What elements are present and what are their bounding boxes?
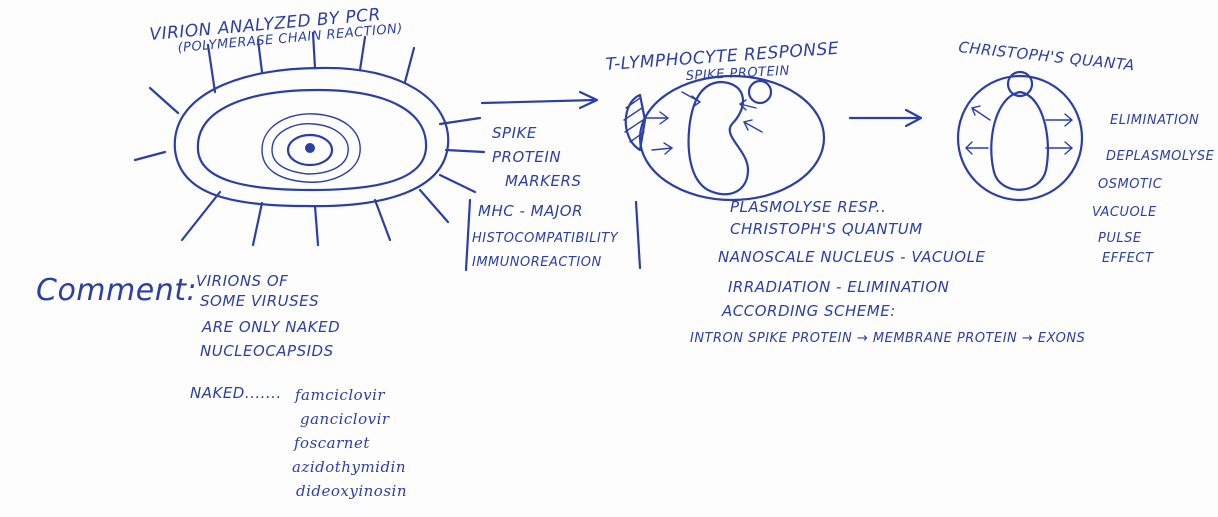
virion-inner-membrane bbox=[198, 90, 426, 190]
comment-l1: VIRIONS OF bbox=[196, 272, 288, 290]
quanta-l4: VACUOLE bbox=[1092, 205, 1157, 220]
mhc-line1: MHC - MAJOR bbox=[478, 202, 583, 220]
quanta-l2: DEPLASMOLYSE bbox=[1106, 149, 1215, 164]
notes-l1: PLASMOLYSE RESP.. bbox=[730, 198, 886, 216]
quanta-title: CHRISTOPH'S QUANTA bbox=[958, 38, 1136, 74]
quanta-arrows bbox=[966, 106, 1072, 154]
comment-l3: ARE ONLY NAKED bbox=[201, 318, 340, 336]
markers-line2: PROTEIN bbox=[492, 148, 561, 166]
quanta-l1: ELIMINATION bbox=[1110, 113, 1199, 128]
mhc-line2: HISTOCOMPATIBILITY bbox=[472, 231, 619, 246]
notes-l2: CHRISTOPH'S QUANTUM bbox=[730, 220, 923, 238]
quanta-l5: PULSE bbox=[1098, 231, 1142, 246]
quanta-figure: CHRISTOPH'S QUANTA ELIMINATION DEPLASMOL… bbox=[958, 38, 1215, 266]
quanta-cell bbox=[958, 76, 1082, 200]
mhc-bracket-left bbox=[466, 200, 470, 270]
notes-l5: ACCORDING SCHEME: bbox=[721, 302, 896, 320]
naked-label: NAKED....... bbox=[190, 384, 282, 402]
arrow-to-quanta bbox=[850, 110, 921, 126]
notes-block: PLASMOLYSE RESP.. CHRISTOPH'S QUANTUM NA… bbox=[690, 198, 1085, 346]
drug-item: foscarnet bbox=[293, 434, 370, 452]
markers-line3: MARKERS bbox=[505, 172, 581, 190]
virion-envelope bbox=[175, 68, 448, 206]
comment-block: Comment: VIRIONS OF SOME VIRUSES ARE ONL… bbox=[36, 272, 407, 500]
tcell-nucleus bbox=[689, 82, 748, 194]
notes-l6: INTRON SPIKE PROTEIN → MEMBRANE PROTEIN … bbox=[690, 331, 1085, 346]
drug-item: famciclovir bbox=[294, 386, 385, 404]
markers-line1: SPIKE bbox=[492, 124, 537, 142]
spike-markers-block: SPIKE PROTEIN MARKERS MHC - MAJOR HISTOC… bbox=[466, 124, 640, 270]
virion-spikes bbox=[135, 33, 484, 245]
quanta-inner-ellipse bbox=[991, 92, 1048, 190]
tcell-vacuole bbox=[749, 81, 771, 103]
notes-l4: IRRADIATION - ELIMINATION bbox=[728, 278, 949, 296]
mhc-line3: IMMUNOREACTION bbox=[472, 255, 602, 270]
notes-l3: NANOSCALE NUCLEUS - VACUOLE bbox=[718, 248, 985, 266]
comment-l4: NUCLEOCAPSIDS bbox=[200, 342, 334, 360]
quanta-l3: OSMOTIC bbox=[1098, 177, 1163, 192]
drug-item: ganciclovir bbox=[300, 410, 390, 428]
mhc-bracket-right bbox=[636, 202, 640, 268]
drug-item: dideoxyinosin bbox=[296, 482, 407, 500]
virion-figure: VIRION ANALYZED BY PCR (POLYMERASE CHAIN… bbox=[135, 5, 484, 245]
comment-label: Comment: bbox=[36, 273, 197, 308]
drug-item: azidothymidin bbox=[292, 458, 406, 476]
tcell-arrows bbox=[644, 92, 762, 154]
arrow-to-tcell bbox=[482, 92, 597, 108]
virion-core-dot bbox=[305, 143, 315, 153]
t-lymphocyte-figure: T-LYMPHOCYTE RESPONSE SPIKE PROTEIN bbox=[605, 39, 840, 200]
comment-l2: SOME VIRUSES bbox=[200, 292, 319, 310]
quanta-l6: EFFECT bbox=[1102, 251, 1154, 266]
